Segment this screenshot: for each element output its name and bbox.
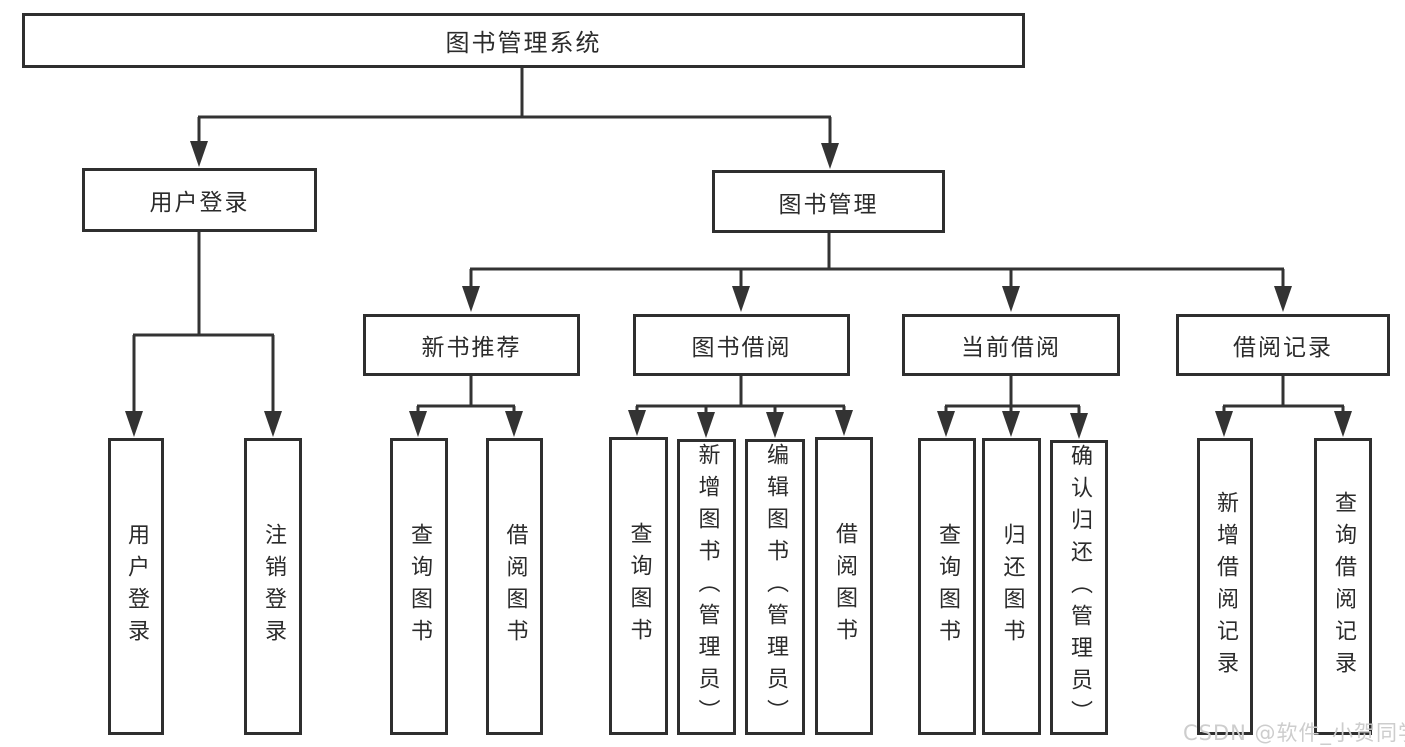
arrow-down-icon (505, 411, 523, 437)
leaf-query-books-recommend: 查询图书 (390, 438, 448, 735)
node-label: 新书推荐 (421, 335, 522, 361)
leaf-add-borrow-record: 新增借阅记录 (1197, 438, 1253, 735)
node-borrow-records: 借阅记录 (1176, 314, 1390, 376)
leaf-return-books: 归还图书 (982, 438, 1041, 735)
node-book-management: 图书管理 (712, 170, 945, 233)
leaf-logout: 注销登录 (244, 438, 302, 735)
leaf-user-login: 用户登录 (108, 438, 164, 735)
node-label: 注销登录 (261, 522, 286, 651)
node-label: 编辑图书（管理员） (763, 443, 788, 731)
arrow-down-icon (937, 411, 955, 437)
arrowheads (125, 141, 1352, 439)
arrow-down-icon (1215, 411, 1233, 437)
node-label: 当前借阅 (961, 335, 1061, 361)
node-book-borrow: 图书借阅 (633, 314, 850, 376)
arrow-down-icon (409, 411, 427, 437)
leaf-edit-books-admin: 编辑图书（管理员） (745, 439, 805, 735)
node-label: 新增借阅记录 (1213, 490, 1238, 683)
node-label: 查询借阅记录 (1331, 490, 1356, 683)
node-label: 新增图书（管理员） (694, 443, 720, 731)
leaf-query-books-borrow: 查询图书 (609, 437, 668, 735)
leaf-query-books-current: 查询图书 (918, 438, 976, 735)
node-label: 借阅图书 (832, 522, 857, 650)
leaf-borrow-books-recommend: 借阅图书 (486, 438, 543, 735)
node-label: 归还图书 (999, 522, 1025, 651)
arrow-down-icon (462, 286, 480, 312)
arrow-down-icon (190, 141, 208, 167)
arrow-down-icon (697, 412, 715, 438)
arrow-down-icon (1002, 411, 1020, 437)
node-label: 用户登录 (124, 522, 149, 651)
node-label: 查询图书 (626, 522, 652, 650)
leaf-add-books-admin: 新增图书（管理员） (677, 439, 736, 735)
node-label: 借阅记录 (1233, 335, 1333, 361)
arrow-down-icon (264, 411, 282, 437)
node-label: 查询图书 (407, 522, 432, 651)
node-label: 图书管理系统 (445, 29, 602, 57)
csdn-watermark: CSDN @软件_小贺同学 (1183, 721, 1405, 745)
leaf-borrow-books: 借阅图书 (815, 437, 873, 735)
node-label: 图书借阅 (691, 335, 792, 361)
node-label: 图书管理 (778, 191, 879, 218)
node-label: 确认归还（管理员） (1067, 443, 1092, 732)
node-new-book-recommend: 新书推荐 (363, 314, 580, 376)
arrow-down-icon (732, 286, 750, 312)
arrow-down-icon (835, 410, 853, 436)
node-library-system: 图书管理系统 (22, 13, 1025, 68)
arrow-down-icon (1274, 286, 1292, 312)
node-label: 用户登录 (149, 190, 250, 216)
leaf-query-borrow-record: 查询借阅记录 (1314, 438, 1372, 735)
arrow-down-icon (1334, 411, 1352, 437)
node-user-login: 用户登录 (82, 168, 317, 232)
arrow-down-icon (1070, 413, 1088, 439)
leaf-confirm-return-admin: 确认归还（管理员） (1050, 440, 1108, 735)
arrow-down-icon (1002, 286, 1020, 312)
arrow-down-icon (821, 143, 839, 169)
node-current-borrow: 当前借阅 (902, 314, 1120, 376)
arrow-down-icon (125, 411, 143, 437)
arrow-down-icon (766, 412, 784, 438)
node-label: 借阅图书 (502, 522, 528, 651)
node-label: 查询图书 (935, 522, 960, 651)
arrow-down-icon (628, 410, 646, 436)
